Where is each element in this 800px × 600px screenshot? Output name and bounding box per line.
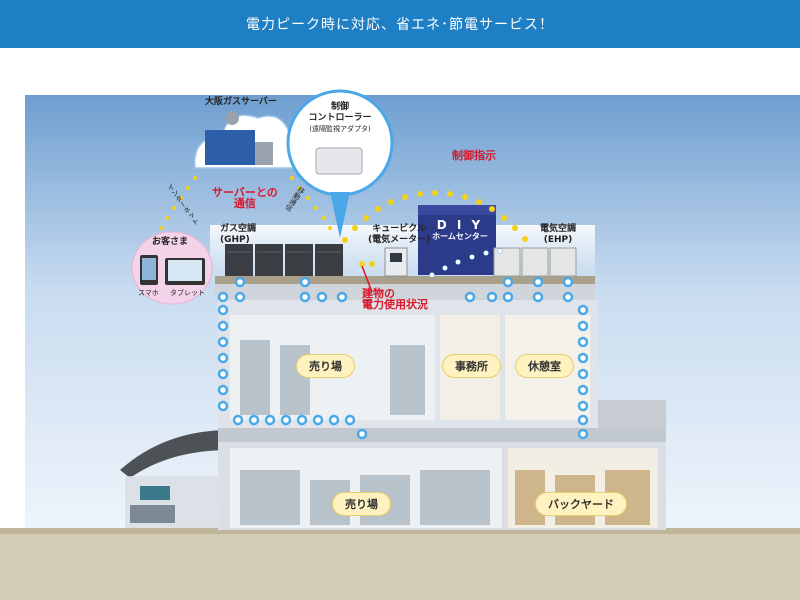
header-title: 電力ピーク時に対応、省エネ･節電サービス！ (246, 17, 554, 33)
room-backyard: バックヤード (535, 492, 627, 516)
ehp-line1: 電気空調 (540, 224, 577, 234)
room-office: 事務所 (442, 354, 501, 378)
building-usage-label: 建物の 電力使用状況 (362, 288, 428, 310)
diy-sign-line2: ホームセンター (432, 232, 488, 241)
cubicle-meter (384, 247, 408, 277)
ghp-line1: ガス空調 (220, 224, 257, 234)
diy-sign-label: D I Y ホームセンター (430, 218, 490, 242)
room-sales-floor-lower: 売り場 (332, 492, 391, 516)
usage-pointer (361, 265, 373, 293)
server-comm-label: サーバーとの 通信 (212, 187, 278, 209)
controller-line1: 制御 (330, 102, 349, 112)
ghp-label: ガス空調 (GHP) (220, 224, 256, 246)
controller-sub: (遠隔監視アダプタ) (309, 125, 371, 133)
comm-lines (160, 176, 332, 230)
diy-sign (418, 205, 496, 275)
osaka-gas-server-label: 大阪ガスサーバー (205, 97, 277, 107)
server-comm-line1: サーバーとの (212, 186, 278, 199)
room-break-room: 休憩室 (515, 354, 574, 378)
server-comm-line2: 通信 (233, 197, 256, 210)
signal-arc (429, 248, 503, 278)
room-sales-floor-upper: 売り場 (296, 354, 355, 378)
customer-label: お客さま (152, 237, 189, 247)
cubicle-line1: キュービクル (372, 224, 426, 234)
control-command-path (342, 190, 528, 267)
ehp-line2: (EHP) (543, 235, 573, 245)
header-banner: 電力ピーク時に対応、省エネ･節電サービス！ (0, 0, 800, 48)
building-usage-line1: 建物の (362, 287, 395, 300)
tablet-label: タブレット (170, 289, 205, 297)
cubicle-line2: (電気メーター) (368, 235, 431, 245)
service-diagram (0, 89, 800, 600)
ghp-line2: (GHP) (220, 235, 250, 245)
ehp-units (493, 247, 577, 277)
customer-bubble (131, 231, 213, 305)
parking-canopy (120, 430, 230, 528)
controller-title: 制御 コントローラー (遠隔監視アダプタ) (300, 102, 380, 135)
signal-dots (217, 276, 589, 440)
control-command-label: 制御指示 (452, 149, 496, 162)
ghp-units (225, 244, 343, 276)
ehp-label: 電気空調 (EHP) (540, 224, 576, 246)
controller-line2: コントローラー (308, 113, 372, 123)
server-cloud (194, 111, 307, 169)
ground (0, 528, 800, 600)
smartphone-label: スマホ (138, 289, 159, 297)
cubicle-label: キュービクル (電気メーター) (368, 224, 430, 246)
diy-sign-line1: D I Y (436, 218, 484, 232)
building-usage-line2: 電力使用状況 (362, 298, 428, 311)
controller-bubble (286, 89, 394, 238)
